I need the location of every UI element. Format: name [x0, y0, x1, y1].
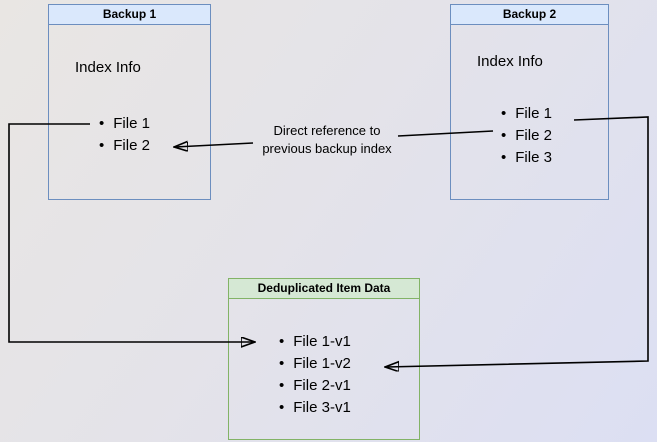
list-item: File 1 [501, 103, 552, 125]
list-item: File 1 [99, 113, 150, 135]
backup2-file-list: File 1 File 2 File 3 [501, 103, 552, 169]
list-item: File 3 [501, 147, 552, 169]
list-item: File 2 [99, 135, 150, 157]
dedup-file-list: File 1-v1 File 1-v2 File 2-v1 File 3-v1 [279, 331, 351, 419]
list-item: File 3-v1 [279, 397, 351, 419]
list-item: File 2-v1 [279, 375, 351, 397]
backup2-index-info-label: Index Info [477, 53, 543, 70]
backup1-index-info-label: Index Info [75, 59, 141, 76]
list-item: File 1-v2 [279, 353, 351, 375]
list-item: File 1-v1 [279, 331, 351, 353]
dedup-box: Deduplicated Item Data File 1-v1 File 1-… [228, 278, 420, 440]
backup2-title: Backup 2 [451, 5, 608, 25]
edge-annotation-label: Direct reference to previous backup inde… [262, 123, 392, 156]
dedup-title: Deduplicated Item Data [229, 279, 419, 299]
backup1-box: Backup 1 Index Info File 1 File 2 [48, 4, 211, 200]
backup1-file-list: File 1 File 2 [99, 113, 150, 157]
list-item: File 2 [501, 125, 552, 147]
backup1-title: Backup 1 [49, 5, 210, 25]
backup2-box: Backup 2 Index Info File 1 File 2 File 3 [450, 4, 609, 200]
